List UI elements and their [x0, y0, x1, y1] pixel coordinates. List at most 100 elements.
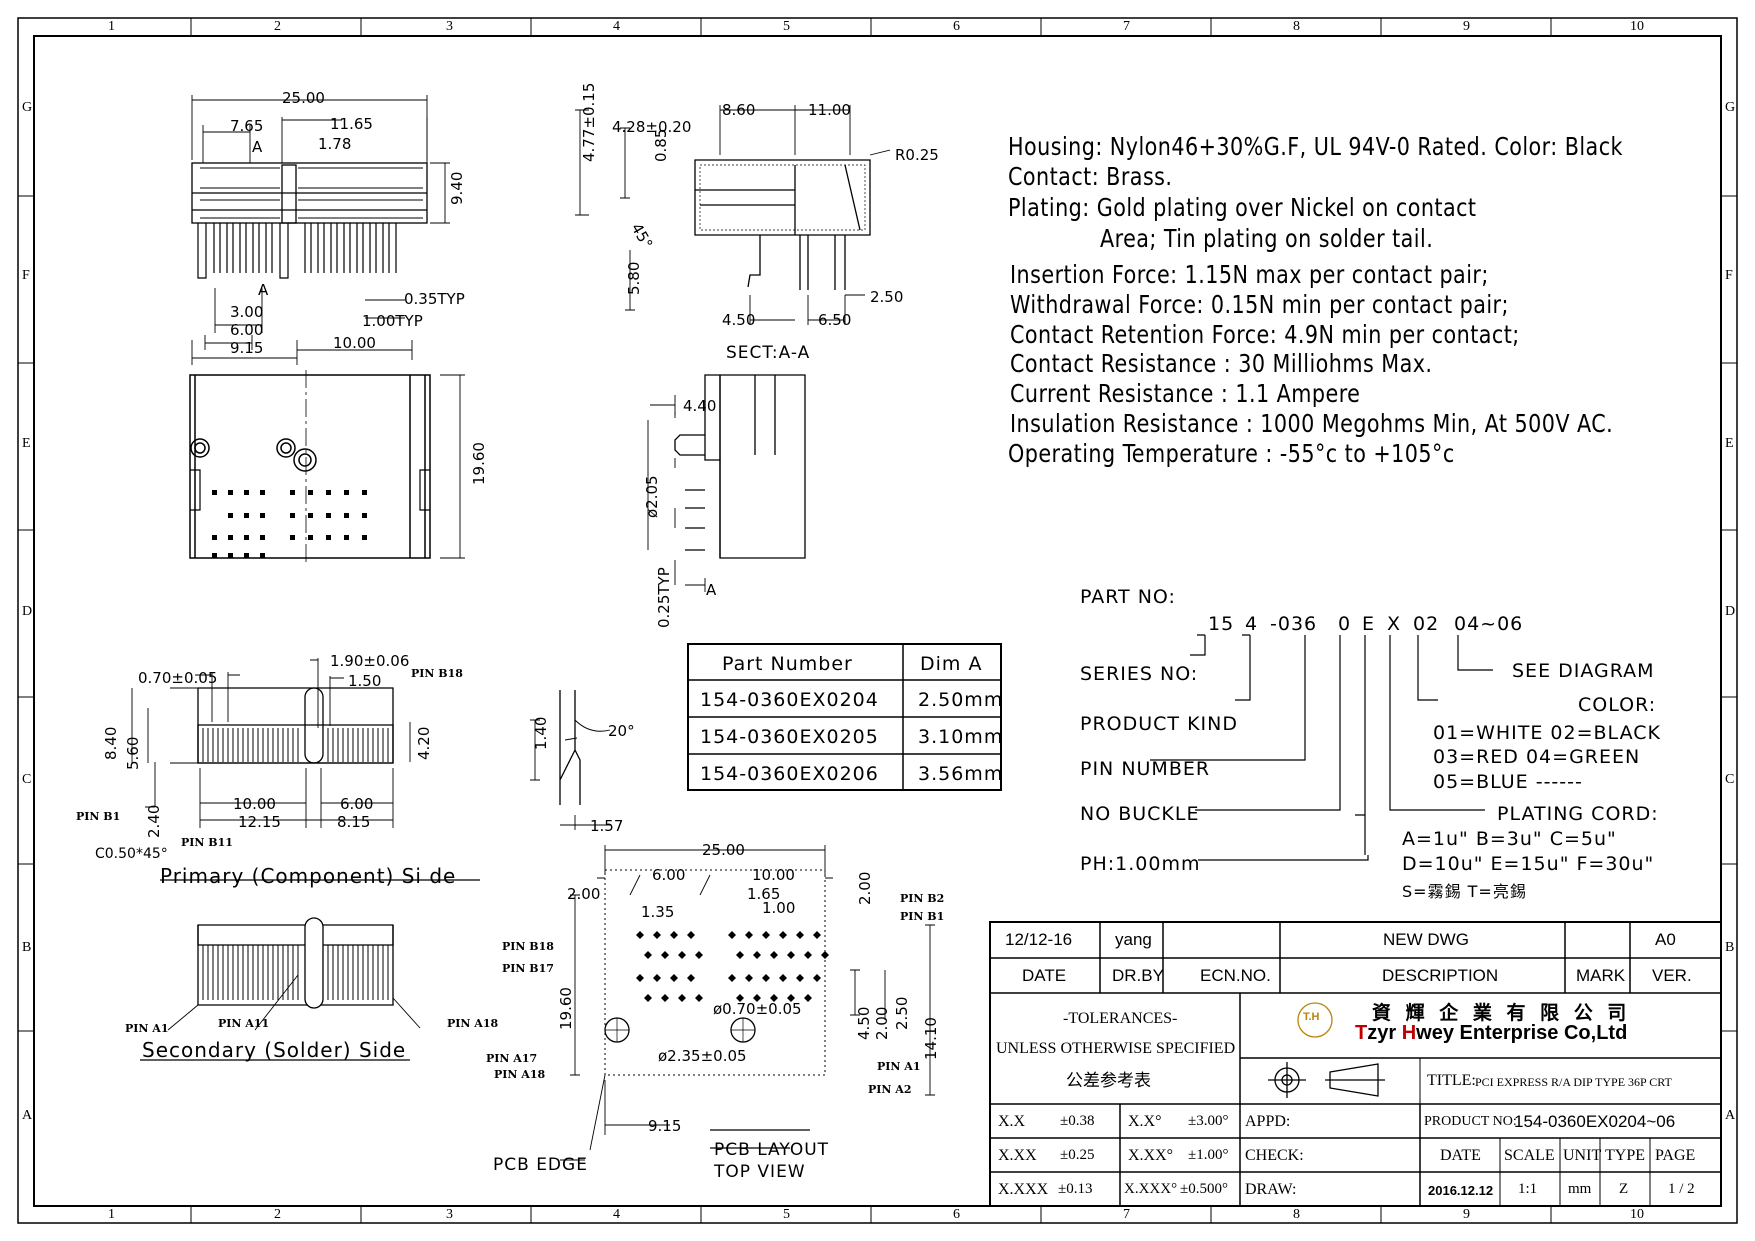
- dim-label: 4.28±0.20: [612, 118, 692, 136]
- pcb-pad: [636, 974, 644, 982]
- partno-plating-title: PLATING CORD:: [1497, 803, 1659, 825]
- pcb-pin-label: PIN A2: [868, 1083, 912, 1096]
- zone-col-4-bottom: 4: [613, 1207, 620, 1222]
- partno-color-2: 03=RED 04=GREEN: [1433, 746, 1641, 768]
- tol-cell: X.X: [998, 1113, 1026, 1130]
- pcb-pin-label: PIN B17: [502, 962, 554, 975]
- dim-label: 10.00: [752, 866, 795, 884]
- tol-cell: X.XXX°: [1124, 1181, 1178, 1197]
- dim-label: 1.90±0.06: [330, 652, 410, 670]
- pcb-pad: [728, 931, 736, 939]
- meta-value: Z: [1619, 1181, 1629, 1197]
- dim-label: R0.25: [895, 146, 939, 164]
- dim-label: 5.60: [124, 736, 142, 770]
- tol-cell: ±0.25: [1060, 1147, 1095, 1163]
- pcb-pad: [653, 974, 661, 982]
- dim-label: 0.25TYP: [655, 567, 673, 628]
- pcb-pad: [787, 951, 795, 959]
- side-view: [647, 374, 806, 592]
- dim-label: 19.60: [470, 442, 488, 485]
- zone-col-9: 9: [1463, 19, 1470, 34]
- zone-col-5: 5: [783, 19, 790, 34]
- zone-row-f: F: [22, 268, 30, 283]
- pcb-pad: [779, 931, 787, 939]
- rev-desc: NEW DWG: [1383, 930, 1469, 949]
- partno-plating-2: D=10u" E=15u" F=30u": [1402, 853, 1655, 875]
- pcb-pin-label: PIN A17: [486, 1052, 538, 1065]
- meta-value: 1:1: [1518, 1181, 1538, 1197]
- dim-label: 6.50: [818, 311, 852, 329]
- partno-pin-number: PIN NUMBER: [1080, 758, 1211, 780]
- pcb-pad: [661, 994, 669, 1002]
- inner-frame: [33, 35, 1722, 1207]
- dim-label: 2.00: [856, 871, 874, 905]
- front-pin-hole: [212, 535, 217, 540]
- front-pin-hole: [212, 553, 217, 558]
- front-pin-hole: [212, 490, 217, 495]
- meta-header: DATE: [1440, 1147, 1481, 1164]
- dim-label: PIN B1: [76, 810, 121, 823]
- front-pin-hole: [244, 553, 249, 558]
- pcb-pad: [661, 951, 669, 959]
- zone-col-8: 8: [1293, 19, 1300, 34]
- tol-cell: ±0.500°: [1180, 1181, 1228, 1197]
- front-pin-hole: [290, 535, 295, 540]
- pcb-pin-label: PIN A1: [877, 1060, 921, 1073]
- pcb-pin-label: PIN A18: [494, 1068, 546, 1081]
- tol-cell: DRAW:: [1245, 1181, 1297, 1198]
- dim-label: 12.15: [238, 813, 281, 831]
- pcb-pad: [779, 974, 787, 982]
- front-pin-hole: [308, 490, 313, 495]
- front-pin-hole: [260, 490, 265, 495]
- tol-cell: X.XXX: [998, 1181, 1049, 1198]
- dim-label: 1.40: [532, 716, 550, 750]
- product-label: PRODUCT NO:: [1424, 1114, 1517, 1129]
- spec-withdrawal: Withdrawal Force: 0.15N min per contact …: [1010, 290, 1509, 319]
- dim-label: 4.50: [722, 311, 756, 329]
- tol-cell: APPD:: [1245, 1113, 1291, 1130]
- zone-row-b-right: B: [1725, 940, 1735, 955]
- meta-value: 2016.12.12: [1428, 1183, 1494, 1198]
- dim-label: 2.40: [145, 804, 163, 838]
- pcb-pin-label: PIN B1: [900, 910, 945, 923]
- tol-cell: ±3.00°: [1188, 1113, 1229, 1129]
- dim-label: 11.00: [808, 101, 851, 119]
- dim-label: 6.00: [230, 321, 264, 339]
- tip-detail: [530, 690, 611, 830]
- dim-label: 2.00: [567, 885, 601, 903]
- front-pin-hole: [308, 513, 313, 518]
- pcb-pad: [745, 931, 753, 939]
- dim-label: 9.15: [230, 339, 264, 357]
- primary-side-title: Primary (Component) Si de: [160, 864, 457, 888]
- section-title: SECT:A-A: [726, 343, 811, 363]
- partno-plating-3: S=霧錫 T=亮錫: [1402, 882, 1527, 901]
- dim-label: 0.85: [652, 128, 670, 162]
- zone-row-d-right: D: [1725, 604, 1736, 619]
- pcb-pad: [736, 994, 744, 1002]
- partno-color-title: COLOR:: [1578, 694, 1657, 716]
- spec-housing: Housing: Nylon46+30%G.F, UL 94V-0 Rated.…: [1008, 132, 1623, 161]
- meta-header: PAGE: [1655, 1147, 1696, 1164]
- company-en-zyr: zyr: [1367, 1022, 1402, 1044]
- spec-plating: Plating: Gold plating over Nickel on con…: [1008, 193, 1477, 222]
- hdr-mark: MARK: [1576, 966, 1626, 985]
- outer-frame: [17, 17, 1738, 1224]
- zone-col-9-bottom: 9: [1463, 1207, 1470, 1222]
- zone-col-3: 3: [446, 19, 453, 34]
- meta-header: SCALE: [1504, 1147, 1555, 1164]
- meta-value: mm: [1568, 1181, 1592, 1197]
- dim-label: 1.65: [747, 885, 781, 903]
- pcb-pad: [770, 994, 778, 1002]
- logo-text: T.H: [1303, 1011, 1320, 1023]
- hdr-desc: DESCRIPTION: [1382, 966, 1499, 985]
- partno-title: PART NO:: [1080, 586, 1176, 608]
- dim-label: 25.00: [282, 89, 325, 107]
- dim-label: 10.00: [333, 334, 376, 352]
- pcb-pad: [636, 931, 644, 939]
- company-en-h: H: [1401, 1022, 1417, 1044]
- hdr-ver: VER.: [1652, 966, 1692, 985]
- dim-table-cell: 3.56mm: [918, 763, 1004, 785]
- dim-table-cell: 2.50mm: [918, 689, 1004, 711]
- dim-label: 9.40: [448, 171, 466, 205]
- zone-row-g-right: G: [1725, 100, 1736, 115]
